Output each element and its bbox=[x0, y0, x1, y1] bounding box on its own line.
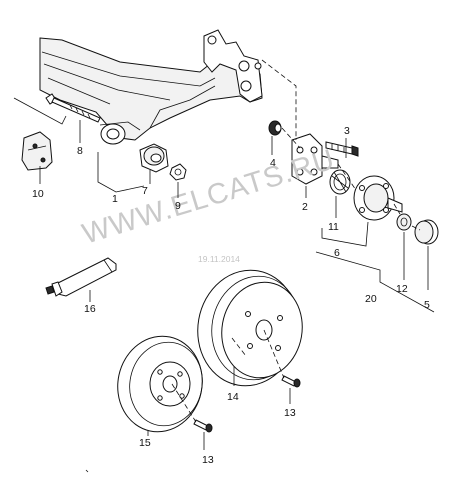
callout-1: 1 bbox=[112, 193, 118, 205]
callout-20: 20 bbox=[365, 293, 377, 305]
callout-9: 9 bbox=[175, 200, 181, 212]
callout-labels: 1 2 3 4 5 6 7 8 9 10 11 12 13 13 14 15 1… bbox=[32, 125, 430, 466]
callout-10: 10 bbox=[32, 188, 44, 200]
brake-drum bbox=[197, 269, 303, 387]
rubber-bushing bbox=[139, 143, 169, 173]
hub-nut bbox=[268, 120, 282, 136]
grease-tube bbox=[45, 257, 117, 297]
sealing-ring bbox=[329, 169, 351, 195]
callout-2: 2 bbox=[302, 201, 308, 213]
self-locking-nut bbox=[169, 163, 187, 181]
stub-axle-bolt bbox=[325, 141, 359, 157]
brake-disc bbox=[117, 335, 203, 433]
grease-cap bbox=[414, 219, 439, 245]
callout-12: 12 bbox=[396, 283, 408, 295]
leader-lines bbox=[13, 97, 435, 450]
drum-securing-screw bbox=[281, 375, 301, 388]
disc-securing-screw bbox=[193, 419, 213, 433]
mounting-bracket bbox=[21, 131, 53, 171]
date-stamp: 19.11.2014 bbox=[198, 254, 240, 264]
callout-15: 15 bbox=[139, 437, 151, 449]
callout-6: 6 bbox=[334, 247, 340, 259]
callout-7: 7 bbox=[142, 185, 148, 197]
callout-16: 16 bbox=[84, 303, 96, 315]
page-tick-mark bbox=[85, 469, 89, 473]
stub-axle bbox=[291, 133, 339, 185]
callout-8: 8 bbox=[77, 145, 83, 157]
callout-13-disc: 13 bbox=[202, 454, 214, 466]
collar-nut bbox=[396, 213, 412, 231]
callout-4: 4 bbox=[270, 157, 276, 169]
callout-11: 11 bbox=[328, 221, 339, 233]
assembly-dashed-lines bbox=[171, 59, 421, 423]
callout-5: 5 bbox=[424, 299, 430, 311]
callout-14: 14 bbox=[227, 391, 239, 403]
wheel-hub bbox=[353, 175, 403, 221]
callout-13-drum: 13 bbox=[284, 407, 296, 419]
axle-mounting-bolt bbox=[45, 93, 101, 123]
callout-3: 3 bbox=[344, 125, 350, 137]
rear-axle-beam bbox=[39, 29, 263, 145]
